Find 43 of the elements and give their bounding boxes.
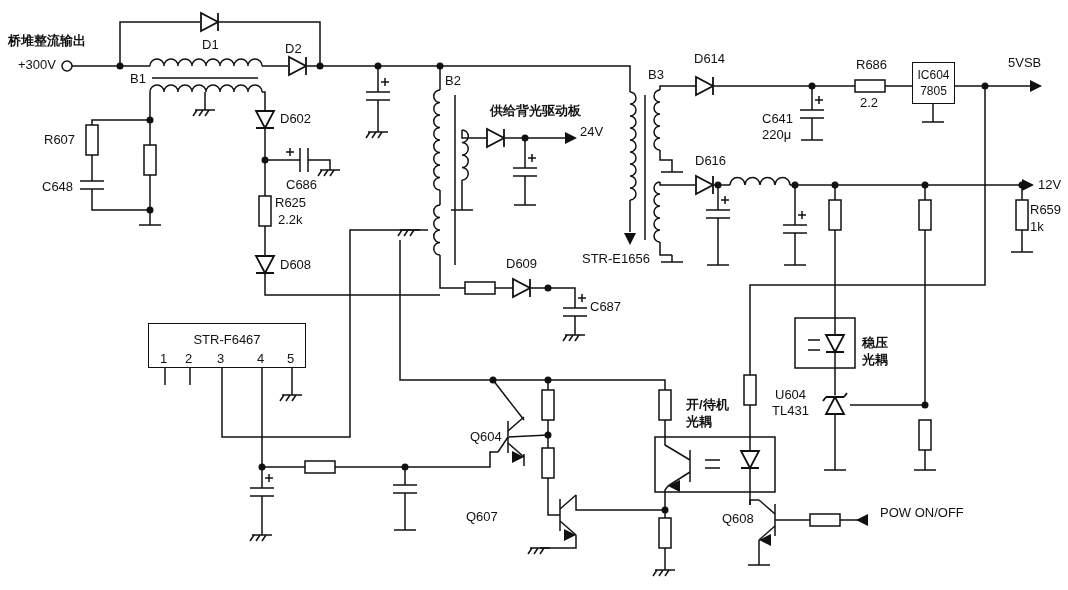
component-label: D614 [694, 52, 726, 65]
voltage-label: +300V [18, 58, 56, 71]
component-label: R607 [44, 133, 76, 146]
component-label: C648 [42, 180, 74, 193]
heading-text: 桥堆整流输出 [8, 34, 86, 47]
value-label: 2.2k [278, 213, 303, 226]
component-label: R659 [1030, 203, 1062, 216]
pin-number: 4 [257, 352, 265, 365]
component-label: Q608 [722, 512, 754, 525]
regulator-ic-box: IC604 7805 [912, 62, 955, 104]
component-label: TL431 [772, 404, 809, 417]
value-label: 2.2 [860, 96, 879, 109]
pin-number: 5 [287, 352, 295, 365]
component-label: B2 [445, 74, 461, 87]
note-text: 开/待机光耦 [686, 396, 730, 430]
component-label: D608 [280, 258, 312, 271]
pin-number: 3 [217, 352, 225, 365]
value-label: 1k [1030, 220, 1044, 233]
component-label: D1 [202, 38, 219, 51]
component-label: R625 [275, 196, 307, 209]
component-label: D2 [285, 42, 302, 55]
component-label: C686 [286, 178, 318, 191]
component-label: STR-E1656 [582, 252, 650, 265]
component-label: D609 [506, 257, 538, 270]
component-label: U604 [775, 388, 807, 401]
note-text: 稳压光耦 [862, 334, 889, 368]
component-label: D602 [280, 112, 312, 125]
voltage-label: 24V [580, 125, 604, 138]
component-label: C687 [590, 300, 622, 313]
voltage-label: 5VSB [1008, 56, 1042, 69]
component-label: B1 [130, 72, 146, 85]
component-label: B3 [648, 68, 664, 81]
component-label: R686 [856, 58, 888, 71]
pin-number: 1 [160, 352, 168, 365]
signal-label: POW ON/OFF [880, 506, 964, 519]
heading-text: 供给背光驱动板 [490, 104, 581, 117]
value-label: 220μ [762, 128, 792, 141]
component-label: C641 [762, 112, 794, 125]
pin-number: 2 [185, 352, 193, 365]
voltage-label: 12V [1038, 178, 1062, 191]
component-label: D616 [695, 154, 727, 167]
component-label: Q607 [466, 510, 498, 523]
component-label: Q604 [470, 430, 502, 443]
